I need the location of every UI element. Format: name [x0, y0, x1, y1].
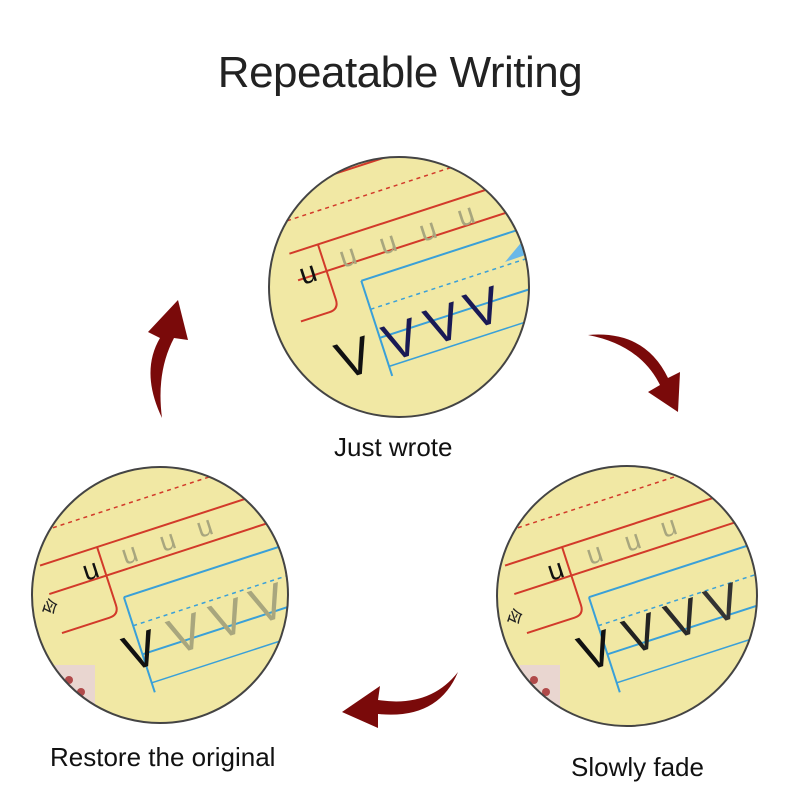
practice-circle-slowly-fade: u u u u V V V V 令	[496, 465, 758, 727]
step-label-just-wrote: Just wrote	[334, 432, 453, 462]
step-label-slowly-fade: Slowly fade	[571, 752, 704, 782]
arrow-left-up-icon	[148, 300, 188, 418]
side-char: 令	[35, 595, 61, 619]
arrow-right-down-icon	[588, 334, 680, 412]
practice-circle-just-wrote: u u u u u V V V V	[268, 156, 530, 418]
flower-image	[520, 665, 560, 715]
practice-circle-restore: u u u u V V V V 令	[31, 466, 289, 724]
arrow-bottom-left-icon	[342, 672, 458, 728]
side-char: 令	[500, 605, 526, 629]
step-label-restore: Restore the original	[50, 742, 276, 772]
page-title: Repeatable Writing	[217, 48, 583, 97]
